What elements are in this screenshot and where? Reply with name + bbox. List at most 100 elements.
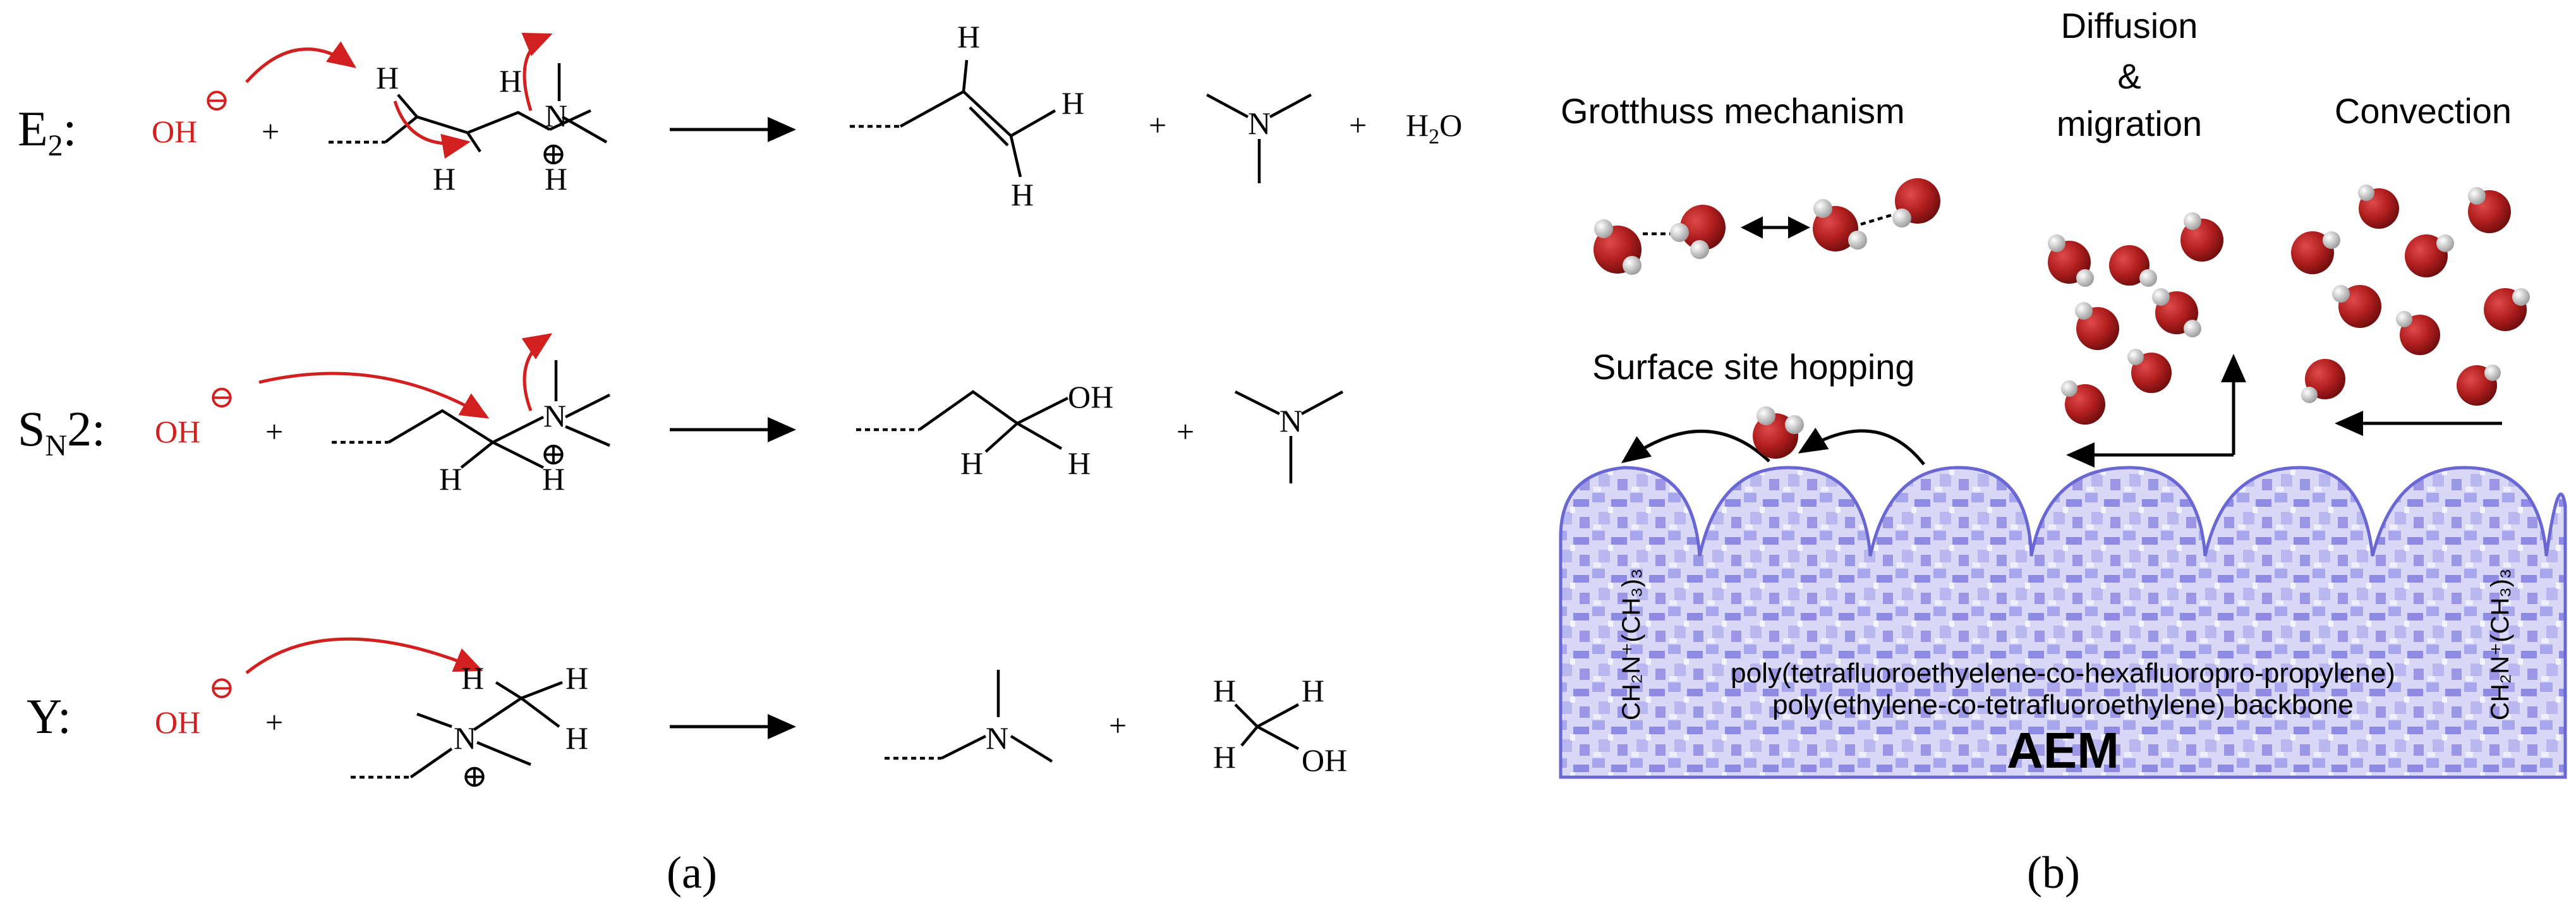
atom-n: N — [454, 720, 476, 756]
red-electron-arrow — [521, 32, 553, 111]
water-molecule — [2180, 212, 2223, 262]
atom-h: H — [1068, 445, 1091, 481]
plus-sign: + — [262, 114, 279, 149]
atom-n: N — [1248, 106, 1271, 141]
red-electron-arrow — [245, 41, 357, 83]
red-electron-arrow — [521, 333, 553, 411]
water-molecule — [1753, 406, 1804, 459]
hydrogen-bond — [1860, 213, 1893, 226]
chain-bonds — [387, 409, 545, 444]
chain-bond — [940, 734, 987, 760]
n-me-bond — [564, 393, 611, 419]
water-molecule — [2061, 380, 2105, 425]
n-me-bond — [1234, 390, 1281, 416]
atom-n: N — [1279, 403, 1302, 439]
group-label-right: CH₂N⁺(CH₃)₃ — [2486, 569, 2514, 720]
c-h-bond — [521, 681, 563, 700]
c-h-bond — [1016, 422, 1063, 450]
atom-h: H — [957, 19, 980, 54]
c-h-bond — [1240, 725, 1259, 747]
n-me-bond — [416, 712, 452, 729]
reagent-hydroxide: OH — [155, 705, 200, 740]
convection-molecules — [2291, 185, 2530, 436]
plus-sign: + — [1109, 708, 1127, 743]
c-h-bond — [1256, 703, 1300, 728]
atom-h: H — [565, 660, 588, 696]
backbone-line-2: poly(ethylene-co-tetrafluoroethylene) ba… — [1772, 689, 2354, 720]
alkene-bonds — [899, 90, 1012, 137]
c-h-bond — [466, 131, 481, 153]
hop-arrow — [1621, 430, 1770, 463]
grotthuss-molecules — [1593, 178, 1940, 275]
atom-h: H — [1213, 739, 1236, 775]
c-h-bond — [397, 94, 418, 118]
label-diffusion: Diffusion — [2061, 6, 2198, 45]
red-electron-arrow — [393, 100, 471, 159]
atom-h: H — [1302, 673, 1324, 708]
group-label-left: CH₂N⁺(CH₃)₃ — [1618, 569, 1645, 720]
atom-h: H — [1011, 177, 1034, 212]
label-convection: Convection — [2335, 91, 2512, 131]
plus-sign: + — [265, 705, 283, 740]
diffusion-molecules — [2048, 212, 2246, 468]
water-molecule — [1892, 178, 1940, 227]
c-h-bond — [984, 422, 1019, 453]
water-molecule — [2301, 359, 2345, 403]
membrane-label: AEM — [2007, 722, 2119, 778]
water-molecule — [1670, 205, 1726, 259]
water-molecule — [2048, 234, 2094, 287]
c-h-bond — [495, 681, 523, 699]
label-surface-hopping: Surface site hopping — [1592, 347, 1915, 387]
c-h-bond — [520, 697, 560, 728]
atom-oh: OH — [1068, 379, 1113, 415]
chain-bonds — [918, 390, 1069, 431]
charge-negative: ⊖ — [203, 82, 230, 118]
water-molecule — [2152, 288, 2201, 337]
n-me-bond — [561, 116, 608, 143]
panel-b-transport-diagram: Grotthuss mechanism Diffusion & migratio… — [1559, 6, 2567, 898]
charge-negative: ⊖ — [209, 670, 235, 705]
water-molecule — [1593, 219, 1642, 275]
water-molecule — [2405, 234, 2454, 277]
water-molecule — [2358, 185, 2399, 229]
n-me-bond — [476, 741, 531, 766]
atom-h: H — [565, 720, 588, 756]
atom-h: H — [433, 161, 456, 197]
c-h-bond — [1234, 703, 1259, 728]
reagent-hydroxide: OH — [155, 414, 200, 449]
atom-h: H — [1213, 673, 1236, 708]
atom-h: H — [439, 461, 462, 497]
water-molecule — [1813, 199, 1867, 251]
water-molecule — [2109, 245, 2157, 287]
n-me-bond — [1300, 390, 1344, 415]
atom-n: N — [986, 720, 1008, 756]
caption-a: (a) — [667, 847, 717, 898]
c-h-bond — [492, 440, 545, 469]
atom-oh: OH — [1302, 742, 1347, 778]
charge-positive: ⊕ — [461, 758, 488, 794]
n-me-bond — [1206, 94, 1249, 118]
water-molecule — [2468, 187, 2511, 233]
label-migration: migration — [2057, 104, 2202, 143]
hop-arrow — [1798, 427, 1925, 466]
c-h-bond — [962, 59, 969, 92]
plus-sign: + — [1149, 107, 1166, 143]
water-molecule — [2075, 302, 2119, 350]
aem-membrane: CH₂N⁺(CH₃)₃ CH₂N⁺(CH₃)₃ poly(tetrafluoro… — [1559, 466, 2567, 779]
atom-n: N — [543, 398, 566, 433]
reagent-hydroxide: OH — [152, 114, 197, 149]
atom-h: H — [545, 161, 567, 197]
panel-a-reactions: E2: OH ⊖ + H H N ⊕ H H — [18, 19, 1462, 898]
atom-h: H — [542, 461, 565, 497]
water-molecule — [2291, 231, 2340, 274]
row-label-y: Y: — [27, 689, 71, 744]
water-formula: H2O — [1406, 107, 1462, 148]
n-me-bond — [565, 425, 610, 447]
n-me-bond — [1010, 735, 1053, 763]
charge-positive: ⊕ — [540, 436, 567, 471]
red-electron-arrow — [258, 372, 490, 419]
surface-hopping-group — [1621, 406, 1925, 466]
plus-sign: + — [265, 414, 283, 449]
reaction-row-y: Y: OH ⊖ + H H H N ⊕ N + — [27, 637, 1347, 794]
